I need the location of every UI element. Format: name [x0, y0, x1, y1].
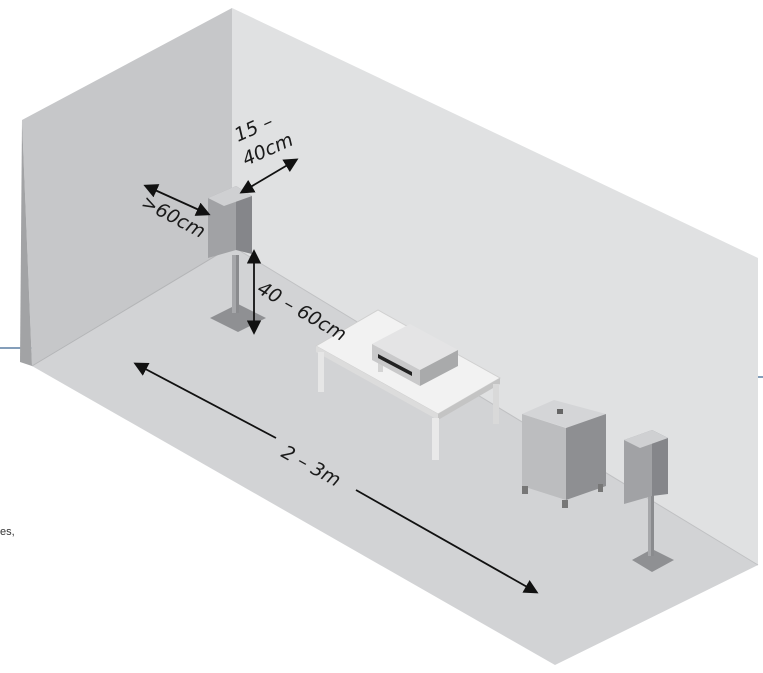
amplifier — [372, 324, 458, 386]
arrow-wall-distance — [143, 184, 211, 216]
seam-back — [31, 245, 233, 367]
subwoofer — [522, 400, 606, 508]
side-wall — [232, 8, 758, 565]
rear-speaker — [624, 430, 674, 572]
left-wall-edge — [20, 120, 32, 366]
cropped-text-fragment: es, — [0, 526, 15, 538]
arrow-top-distance — [239, 158, 299, 194]
back-wall — [22, 8, 232, 366]
arrow-listening-distance-b — [355, 489, 539, 594]
floor — [32, 246, 758, 665]
arrow-listening-distance-a — [133, 362, 277, 439]
